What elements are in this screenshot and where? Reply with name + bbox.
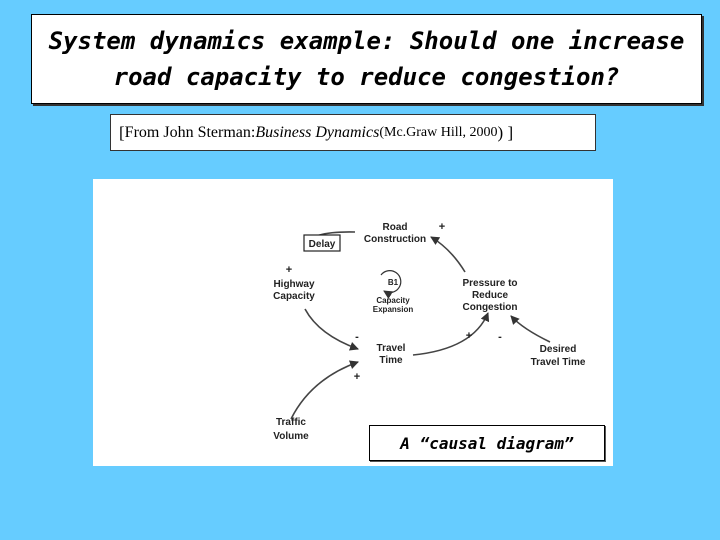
citation-open-bracket: [ [119, 122, 125, 142]
loop-id: B1 [388, 278, 399, 287]
delay-box [303, 234, 341, 252]
node-travel-time-line-2: Time [379, 355, 403, 366]
slide-title-line-1: System dynamics example: Should one incr… [48, 27, 685, 55]
link-desired-to-pressure [510, 315, 551, 343]
causal-diagram: Delay B1 Capacity Expansion Road Constru… [93, 179, 613, 466]
polarity-pressure-minus: - [498, 331, 502, 343]
node-highway-line-2: Capacity [273, 291, 315, 302]
node-pressure-line-1: Pressure to [462, 278, 517, 289]
polarity-road: + [439, 221, 445, 233]
loop-label-line-1: Capacity [376, 296, 410, 305]
node-desired-line-1: Desired [540, 344, 577, 355]
citation-prefix: From John Sterman: [124, 123, 256, 141]
title-box: System dynamics example: Should one incr… [31, 14, 702, 104]
slide-title-line-2: road capacity to reduce congestion? [113, 63, 620, 91]
loop-arrow-icon [380, 270, 402, 300]
node-highway-line-1: Highway [273, 279, 315, 290]
loop-label-line-2: Expansion [373, 305, 414, 314]
link-travel-to-pressure [412, 312, 490, 356]
node-traffic-line-2: Volume [273, 431, 309, 442]
link-traffic-to-travel [290, 360, 359, 420]
citation-close-bracket: ) ] [497, 122, 514, 142]
citation-publisher: (Mc.Graw Hill, 2000 [379, 124, 498, 140]
citation-book-title: Business Dynamics [255, 123, 380, 141]
polarity-highway: + [286, 264, 292, 276]
node-road-construction-line-1: Road [383, 222, 408, 233]
polarity-travel-plus: + [354, 371, 360, 383]
node-desired-line-2: Travel Time [531, 357, 586, 368]
polarity-travel-minus: - [355, 331, 359, 343]
link-pressure-to-road [430, 236, 466, 273]
link-highway-to-travel [304, 308, 359, 351]
node-road-construction-line-2: Construction [364, 234, 426, 245]
node-travel-time-line-1: Travel [377, 343, 406, 354]
node-pressure-line-3: Congestion [463, 302, 518, 313]
causal-diagram-svg: Delay B1 Capacity Expansion Road Constru… [273, 221, 586, 442]
diagram-caption: A “causal diagram” [369, 425, 605, 461]
source-citation: [From John Sterman: Business Dynamics (M… [110, 114, 596, 151]
node-pressure-line-2: Reduce [472, 290, 509, 301]
node-traffic-line-1: Traffic [276, 417, 306, 428]
polarity-pressure-plus: + [466, 330, 472, 342]
delay-label: Delay [309, 239, 336, 250]
